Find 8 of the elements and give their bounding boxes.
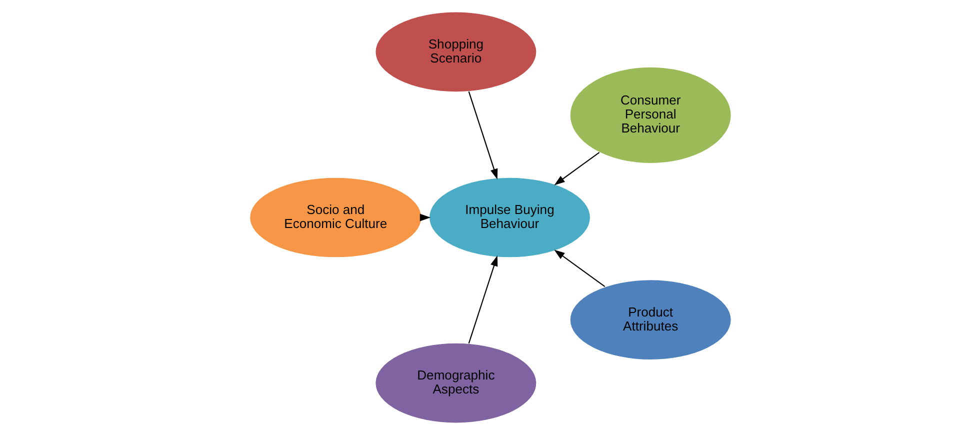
node-ellipse: Demographic Aspects: [374, 342, 537, 424]
arrow: [468, 91, 498, 180]
arrow: [468, 256, 498, 344]
node-ellipse: Shopping Scenario: [374, 11, 537, 93]
node-ellipse: Consumer Personal Behaviour: [568, 66, 732, 164]
arrow: [554, 250, 605, 288]
arrow: [554, 152, 600, 186]
node-ellipse: Product Attributes: [568, 279, 732, 360]
